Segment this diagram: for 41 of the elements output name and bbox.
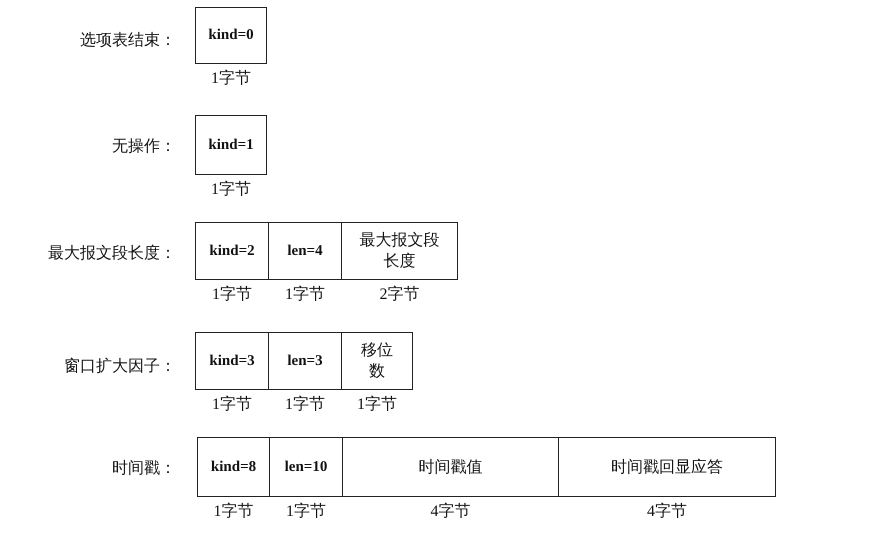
field-box <box>342 437 559 497</box>
byte-size-label: 1字节 <box>211 284 253 305</box>
field-box <box>268 332 342 390</box>
field-box <box>269 437 343 497</box>
byte-size-label: 4字节 <box>646 502 688 522</box>
field-label: 最大报文段长度 <box>358 230 440 272</box>
row-label: 时间戳： <box>112 458 176 479</box>
field-label: kind=8 <box>210 458 258 476</box>
field-box <box>195 115 267 175</box>
row-label: 选项表结束： <box>80 30 176 51</box>
field-box <box>195 332 269 390</box>
row-label: 最大报文段长度： <box>48 244 176 264</box>
byte-size-label: 1字节 <box>284 394 326 415</box>
field-label: len=4 <box>286 242 324 260</box>
field-label: kind=0 <box>207 27 255 44</box>
field-box <box>197 437 270 497</box>
byte-size-label: 2字节 <box>378 284 420 305</box>
field-label: kind=1 <box>207 136 255 154</box>
byte-size-label: 1字节 <box>212 502 254 522</box>
row-label: 无操作： <box>112 137 176 157</box>
field-label: 时间戳回显应答 <box>610 458 724 478</box>
field-box <box>195 222 269 280</box>
row-label: 窗口扩大因子： <box>64 356 176 377</box>
byte-size-label: 1字节 <box>356 394 398 415</box>
byte-size-label: 1字节 <box>210 180 252 200</box>
field-label: 移位数 <box>360 341 394 382</box>
byte-size-label: 1字节 <box>210 68 252 89</box>
field-box <box>341 222 458 280</box>
field-label: 时间戳值 <box>418 458 484 478</box>
field-box <box>268 222 342 280</box>
field-box <box>558 437 776 497</box>
field-label: len=10 <box>284 458 328 476</box>
field-label: kind=3 <box>208 352 256 370</box>
byte-size-label: 4字节 <box>430 502 472 522</box>
field-label: kind=2 <box>208 242 256 260</box>
field-box <box>195 7 267 64</box>
byte-size-label: 1字节 <box>285 502 327 522</box>
byte-size-label: 1字节 <box>284 284 326 305</box>
byte-size-label: 1字节 <box>211 394 253 415</box>
field-box <box>341 332 413 390</box>
field-label: len=3 <box>286 352 324 370</box>
